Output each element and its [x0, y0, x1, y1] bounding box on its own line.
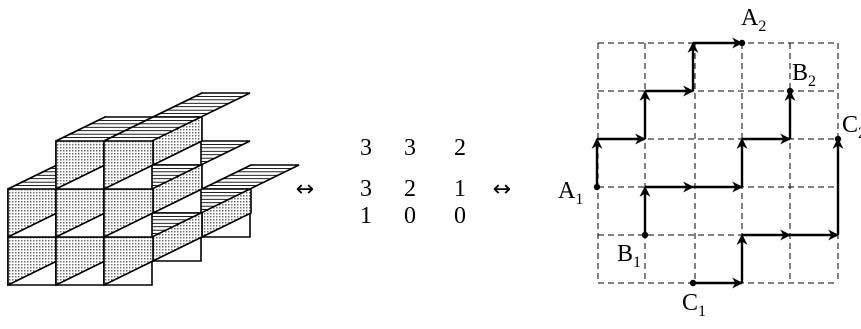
endpoint-dot [593, 183, 601, 191]
path-labels: A1 A2 B1 B2 C1 C2 [558, 5, 861, 320]
matrix-cell: 1 [454, 176, 466, 202]
label-a2: A2 [741, 5, 766, 35]
lattice-paths [591, 37, 844, 289]
equivalence-arrow-right: ↔ [493, 177, 511, 202]
endpoint-dot [738, 39, 746, 47]
path-endpoints [593, 39, 842, 287]
matrix-cell: 2 [454, 135, 466, 161]
label-c2: C2 [842, 112, 861, 142]
path-c [693, 137, 844, 289]
matrix-cell: 0 [404, 203, 416, 229]
matrix-cell: 3 [404, 135, 416, 161]
path-a [591, 37, 744, 187]
height-matrix: ↔ ↔ 3 3 2 3 2 1 1 0 0 [296, 135, 511, 229]
matrix-cell: 3 [360, 176, 372, 202]
path-b [639, 89, 796, 235]
label-b2: B2 [792, 60, 816, 90]
equivalence-arrow-left: ↔ [296, 177, 314, 202]
label-b1: B1 [617, 241, 641, 271]
cube-top-face [103, 116, 202, 142]
matrix-cell: 0 [454, 203, 466, 229]
label-c1: C1 [682, 290, 706, 320]
endpoint-dot [834, 135, 842, 143]
endpoint-dot [786, 87, 794, 95]
matrix-cell: 1 [360, 203, 372, 229]
cube [103, 115, 202, 191]
label-a1: A1 [558, 178, 583, 208]
plane-partition-cubes [7, 91, 300, 287]
matrix-cell: 3 [360, 135, 372, 161]
endpoint-dot [689, 279, 697, 287]
endpoint-dot [641, 231, 649, 239]
matrix-cell: 2 [404, 176, 416, 202]
